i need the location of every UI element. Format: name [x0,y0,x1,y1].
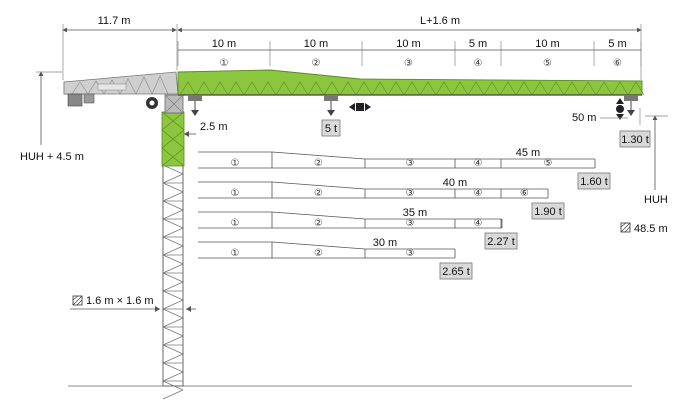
section-number: ③ [404,58,413,69]
config-section-number: ② [314,188,323,199]
config-section-number: ① [231,188,240,199]
max-load-box [321,119,341,137]
config-row: ① ② ③ 30 m 2.65 t [198,237,473,280]
mast-section-label: 1.6 m × 1.6 m [86,295,154,307]
config-row: ① ② ③ ④ ⑤ 45 m 1.60 t [198,147,611,190]
jib-total-length: L+1.6 m [420,15,460,27]
config-load-box [577,172,611,190]
config-row: ① ② ③ ④ 35 m 2.27 t [198,207,518,250]
mast-top-green [161,111,185,167]
counter-jib-length: 11.7 m [98,15,131,27]
slewing-unit [146,94,184,114]
config-section-number: ③ [406,248,415,259]
config-row: ① ② ③ ④ ⑥ 40 m 1.90 t [198,177,565,220]
counter-jib [63,71,179,107]
config-load-value: 1.60 t [580,176,608,188]
trolley-5t [324,95,338,116]
config-section-number: ③ [406,188,415,199]
height-max-label: 48.5 m [634,223,668,235]
config-length: 30 m [373,237,397,249]
config-section-number: ① [231,248,240,259]
config-load-value: 2.65 t [442,266,470,278]
jib-configurations: ① ② ③ ④ ⑤ 45 m 1.60 t ① ② ③ ④ ⑥ 40 m 1.90 t ① ② ③ ④ 35 m 2.… [198,147,611,280]
segment-length: 10 m [212,38,236,50]
height-icon [620,222,631,233]
config-load-value: 1.90 t [534,206,562,218]
config-length: 45 m [516,147,540,159]
config-load-value: 2.27 t [487,236,515,248]
segment-length: 10 m [535,38,559,50]
section-number: ⑤ [543,58,552,69]
config-section-number: ④ [474,188,483,199]
offset-label: 2.5 m [200,121,228,133]
config-section-number: ② [314,248,323,259]
config-section-number: ② [314,158,323,169]
config-section-number: ① [231,218,240,229]
tower-mast [162,164,184,400]
config-section-number: ④ [474,158,483,169]
trolley-travel-icon [349,103,371,111]
trolley-tip [624,95,638,116]
config-length: 35 m [403,207,427,219]
config-length: 40 m [443,177,467,189]
section-number: ① [220,58,229,69]
config-section-number: ③ [406,218,415,229]
segment-length: 5 m [469,38,487,50]
config-load-box [439,262,473,280]
segment-length: 5 m [608,38,626,50]
section-number: ④ [474,58,483,69]
radius-50-label: 50 m [572,112,596,124]
mast-section-icon [72,295,83,306]
section-number: ⑥ [613,58,622,69]
max-load-value: 5 t [325,123,337,135]
segment-length: 10 m [396,38,420,50]
tip-load-box [619,130,651,148]
config-load-box [531,202,565,220]
config-section-number: ④ [474,218,483,229]
section-number: ② [312,58,321,69]
tip-load-value: 1.30 t [621,134,649,146]
huh-plus-label: HUH + 4.5 m [20,151,84,163]
huh-label: HUH [644,194,668,206]
config-section-number: ⑥ [520,188,529,199]
config-load-box [484,232,518,250]
hoist-updown-icon [616,98,624,120]
segment-length: 10 m [304,38,328,50]
top-dimension-lines [62,24,642,80]
config-section-number: ② [314,218,323,229]
config-section-number: ⑤ [544,158,553,169]
trolley-inner [188,95,202,116]
main-jib [177,69,645,96]
config-section-number: ③ [406,158,415,169]
config-section-number: ① [231,158,240,169]
